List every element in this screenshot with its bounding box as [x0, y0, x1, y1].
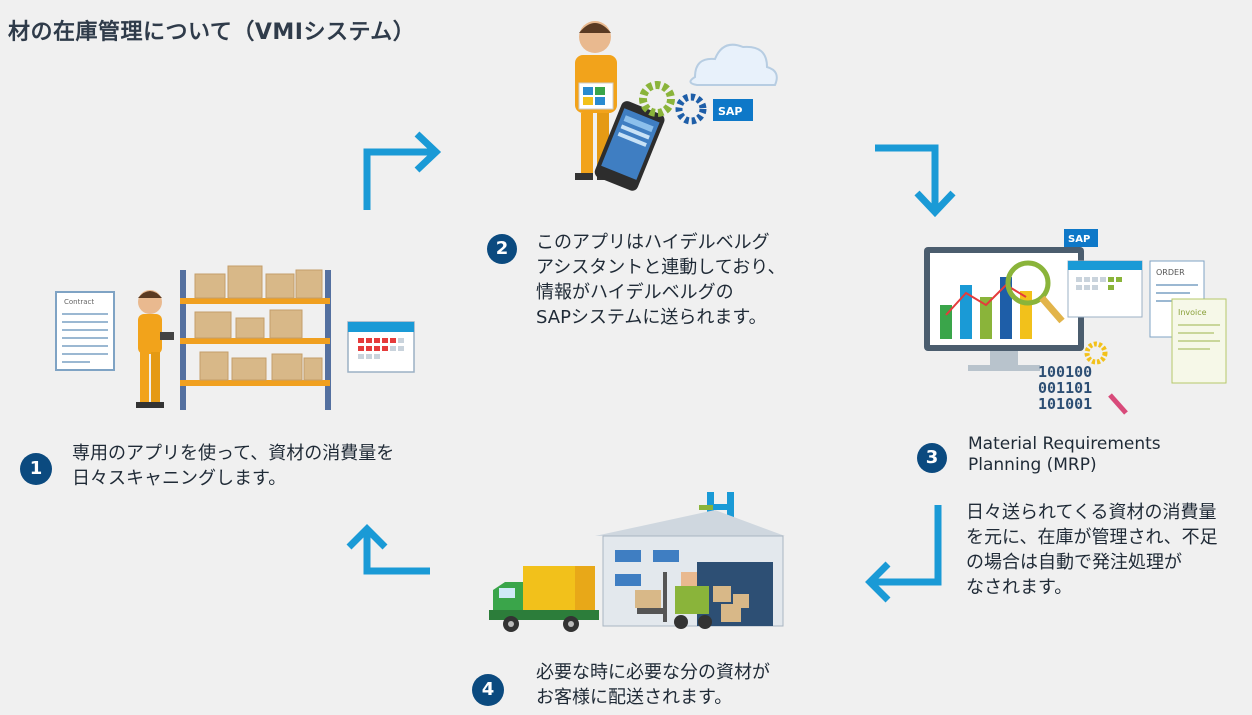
contract-document-icon: Contract [55, 291, 115, 371]
step2-illustration: SAP [575, 21, 778, 191]
step1-illustration: Contract [55, 265, 415, 410]
step-1-line-1: 専用のアプリを使って、資材の消費量を [72, 443, 395, 464]
arrow-right-down [875, 144, 956, 218]
page-title: 材の在庫管理について（VMIシステム） [8, 20, 416, 45]
arrow-up-right [363, 131, 442, 210]
step-4-line-2: お客様に配送されます。 [536, 687, 733, 708]
step-3-heading-line-1: Material Requirements [968, 434, 1161, 454]
worker-scanning-icon [136, 290, 174, 408]
step-4-line-1: 必要な時に必要な分の資材が [536, 662, 770, 683]
binary-line-2: 001101 [1038, 379, 1092, 397]
invoice-label: Invoice [1178, 308, 1207, 317]
sap-calendar-icon: SAP [1064, 229, 1143, 318]
forklift-icon [635, 572, 712, 629]
smartphone-icon [594, 101, 665, 191]
step-2-line-2: アシスタントと連動しており、 [536, 257, 786, 278]
binary-line-3: 101001 [1038, 395, 1092, 413]
step-1-badge: 1 [20, 453, 52, 485]
binary-data-icon: 100100 001101 101001 [1038, 341, 1128, 415]
arrow-left-up [346, 524, 430, 575]
binary-line-1: 100100 [1038, 363, 1092, 381]
step-3-line-3: の場合は自動で発注処理が [966, 552, 1182, 573]
worker-with-phone-icon [575, 21, 617, 180]
step-3-description: 日々送られてくる資材の消費量 を元に、在庫が管理され、不足 の場合は自動で発注処… [966, 500, 1218, 600]
step-3-heading-line-2: Planning (MRP) [968, 455, 1097, 475]
invoice-document-icon: Invoice [1171, 298, 1227, 384]
gear-icon [639, 81, 707, 125]
step-2-description: このアプリはハイデルベルグ アシスタントと連動しており、 情報がハイデルベルグの… [536, 230, 785, 330]
step-3-line-1: 日々送られてくる資材の消費量 [966, 502, 1217, 523]
step-4-description: 必要な時に必要な分の資材が お客様に配送されます。 [536, 660, 770, 710]
step-3-badge: 3 [917, 443, 947, 473]
step-3-heading: Material Requirements Planning (MRP) [968, 434, 1161, 476]
sap-logo-icon: SAP [713, 99, 753, 121]
step-2-line-3: 情報がハイデルベルグの [536, 282, 734, 303]
step-2-line-1: このアプリはハイデルベルグ [536, 232, 770, 253]
step3-illustration: SAP ORDER Invoice 100100 001101 101001 [924, 229, 1227, 415]
step-1-line-2: 日々スキャニングします。 [72, 468, 287, 489]
cloud-icon [689, 43, 778, 86]
step-4-badge: 4 [472, 674, 504, 706]
sap-logo-label: SAP [718, 105, 743, 118]
contract-label: Contract [64, 298, 94, 306]
step-3-line-4: なされます。 [966, 577, 1073, 598]
sap-logo-label-2: SAP [1068, 234, 1090, 245]
calendar-icon [347, 321, 415, 373]
truck-icon [489, 566, 599, 632]
arrow-down-left [865, 505, 942, 603]
step-3-line-2: を元に、在庫が管理され、不足 [966, 527, 1218, 548]
step-2-badge: 2 [487, 234, 517, 264]
heidelberg-h-logo-icon [699, 492, 734, 522]
warehouse-shelf-icon [180, 265, 331, 410]
step-2-line-4: SAPシステムに送られます。 [536, 307, 767, 328]
step4-illustration [489, 492, 785, 632]
step-1-description: 専用のアプリを使って、資材の消費量を 日々スキャニングします。 [72, 441, 394, 491]
monitor-chart-icon [924, 247, 1084, 371]
magnifier-icon [1005, 260, 1065, 324]
order-label: ORDER [1156, 268, 1185, 277]
